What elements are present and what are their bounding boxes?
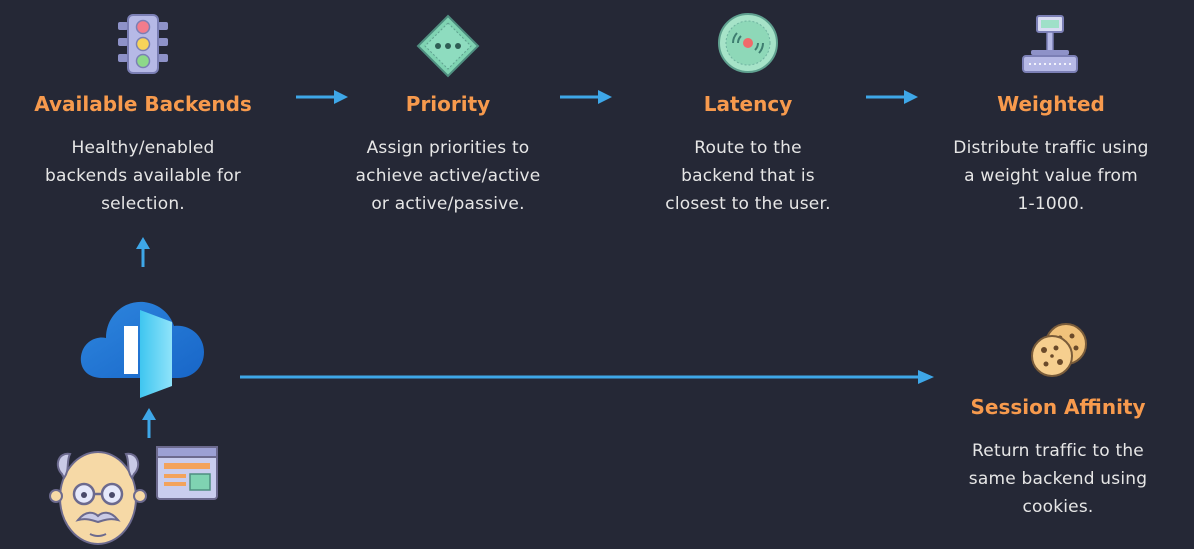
weighing-scale-icon — [1022, 15, 1078, 73]
arrow-right-long-icon — [240, 370, 934, 384]
step-description: Assign priorities to achieve active/acti… — [355, 138, 541, 214]
step-priority: Priority Assign priorities to achieve ac… — [336, 92, 560, 218]
session-title: Session Affinity — [970, 395, 1146, 419]
step-description: Distribute traffic using a weight value … — [953, 138, 1149, 214]
browser-window-icon — [156, 446, 218, 500]
arrow-right-icon — [296, 90, 348, 104]
radar-icon — [718, 13, 778, 73]
arrow-right-icon — [866, 90, 918, 104]
arrow-up-icon — [142, 408, 156, 438]
step-available-backends: Available Backends Healthy/enabled backe… — [30, 92, 256, 218]
step-description: Route to the backend that is closest to … — [665, 138, 831, 214]
azure-front-door-icon — [80, 301, 204, 398]
step-title: Weighted — [997, 92, 1105, 116]
step-latency: Latency Route to the backend that is clo… — [636, 92, 860, 218]
step-description: Healthy/enabled backends available for s… — [45, 138, 241, 214]
cookies-icon — [1031, 323, 1087, 377]
chip-icon — [416, 14, 480, 78]
step-title: Available Backends — [34, 92, 252, 116]
arrow-up-icon — [136, 237, 150, 267]
arrow-right-icon — [560, 90, 612, 104]
old-man-icon — [49, 451, 147, 545]
session-description: Return traffic to the same backend using… — [968, 441, 1148, 517]
traffic-light-icon — [118, 14, 168, 74]
step-title: Latency — [703, 92, 793, 116]
step-weighted: Weighted Distribute traffic using a weig… — [938, 92, 1164, 218]
step-title: Priority — [405, 92, 491, 116]
session-affinity: Session Affinity Return traffic to the s… — [946, 395, 1170, 521]
